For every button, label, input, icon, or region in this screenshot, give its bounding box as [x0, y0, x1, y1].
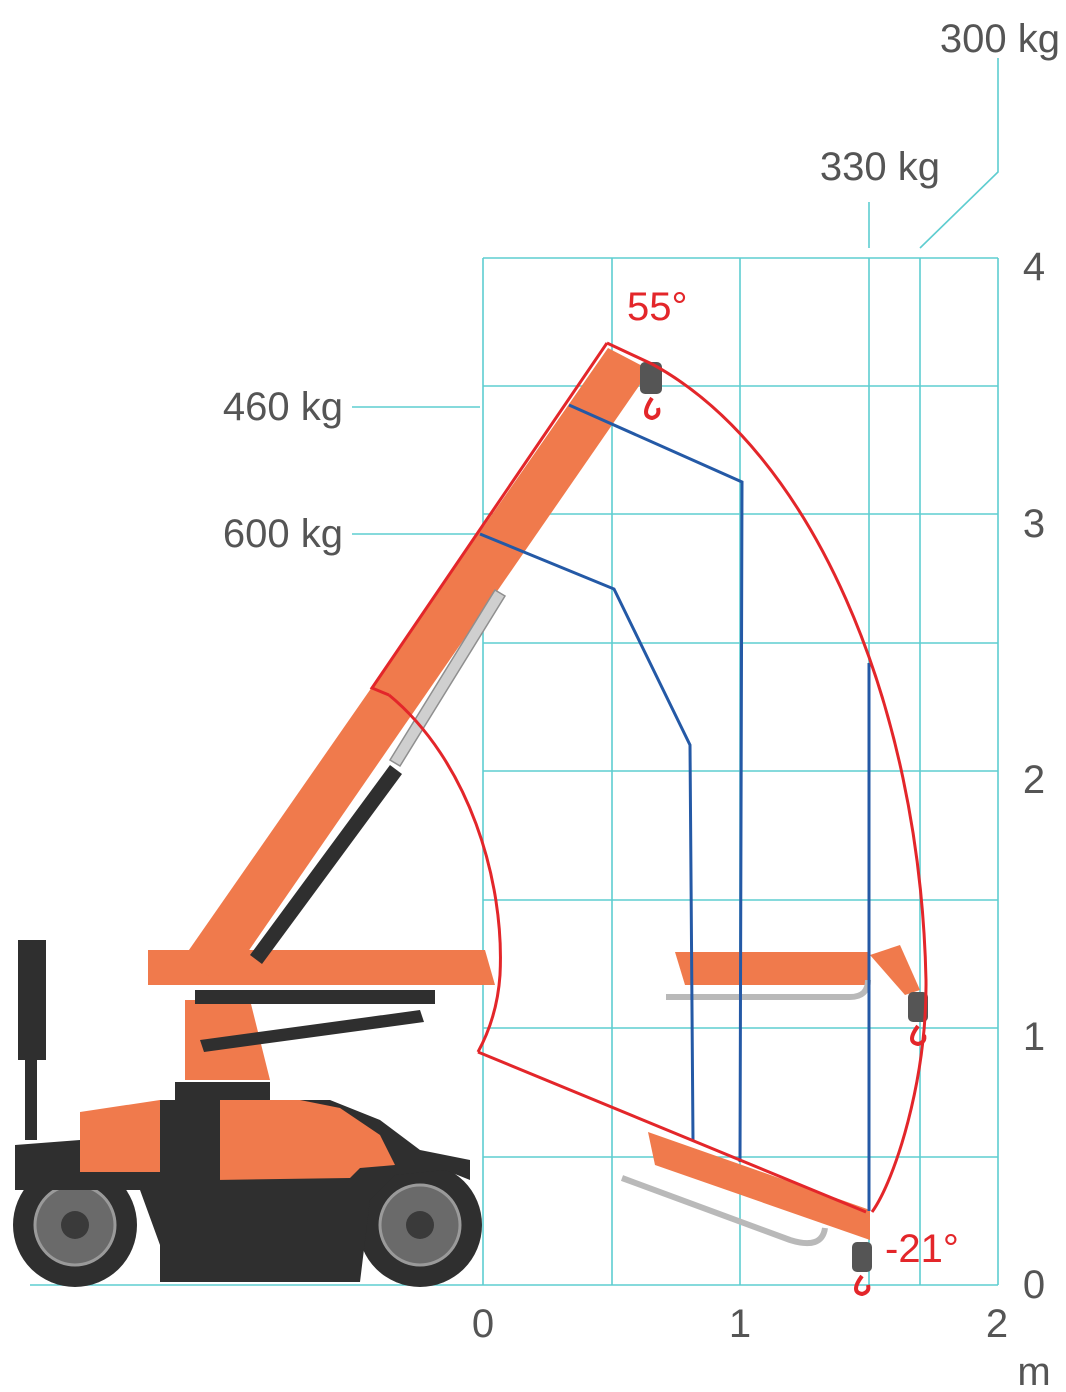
load-label-600: 600 kg — [223, 512, 343, 556]
rear-wheel — [13, 1163, 137, 1287]
load-label-460: 460 kg — [223, 385, 343, 429]
load-lines — [479, 403, 871, 1211]
working-envelope — [369, 341, 928, 1214]
y-tick-label: 3 — [1023, 502, 1045, 546]
x-tick-label: 2 — [986, 1302, 1008, 1346]
load-leaders — [352, 58, 999, 535]
load-label-300: 300 kg — [940, 17, 1060, 61]
load-label-330: 330 kg — [820, 145, 940, 189]
hook-icon — [852, 1242, 872, 1297]
y-tick-label: 2 — [1023, 758, 1045, 802]
min-angle-label: -21° — [885, 1227, 959, 1271]
y-tick-label: 1 — [1023, 1015, 1045, 1059]
unit-label: m — [1017, 1350, 1050, 1392]
x-axis: 0 1 2 m — [472, 1302, 1051, 1392]
y-axis: 0 1 2 3 4 — [1023, 245, 1045, 1307]
crane-icon — [13, 348, 928, 1297]
max-angle-label: 55° — [627, 285, 688, 329]
x-tick-label: 0 — [472, 1302, 494, 1346]
y-tick-label: 4 — [1023, 245, 1045, 289]
front-wheel — [358, 1163, 482, 1287]
x-tick-label: 1 — [729, 1302, 751, 1346]
y-tick-label: 0 — [1023, 1263, 1045, 1307]
hook-icon — [640, 362, 662, 421]
